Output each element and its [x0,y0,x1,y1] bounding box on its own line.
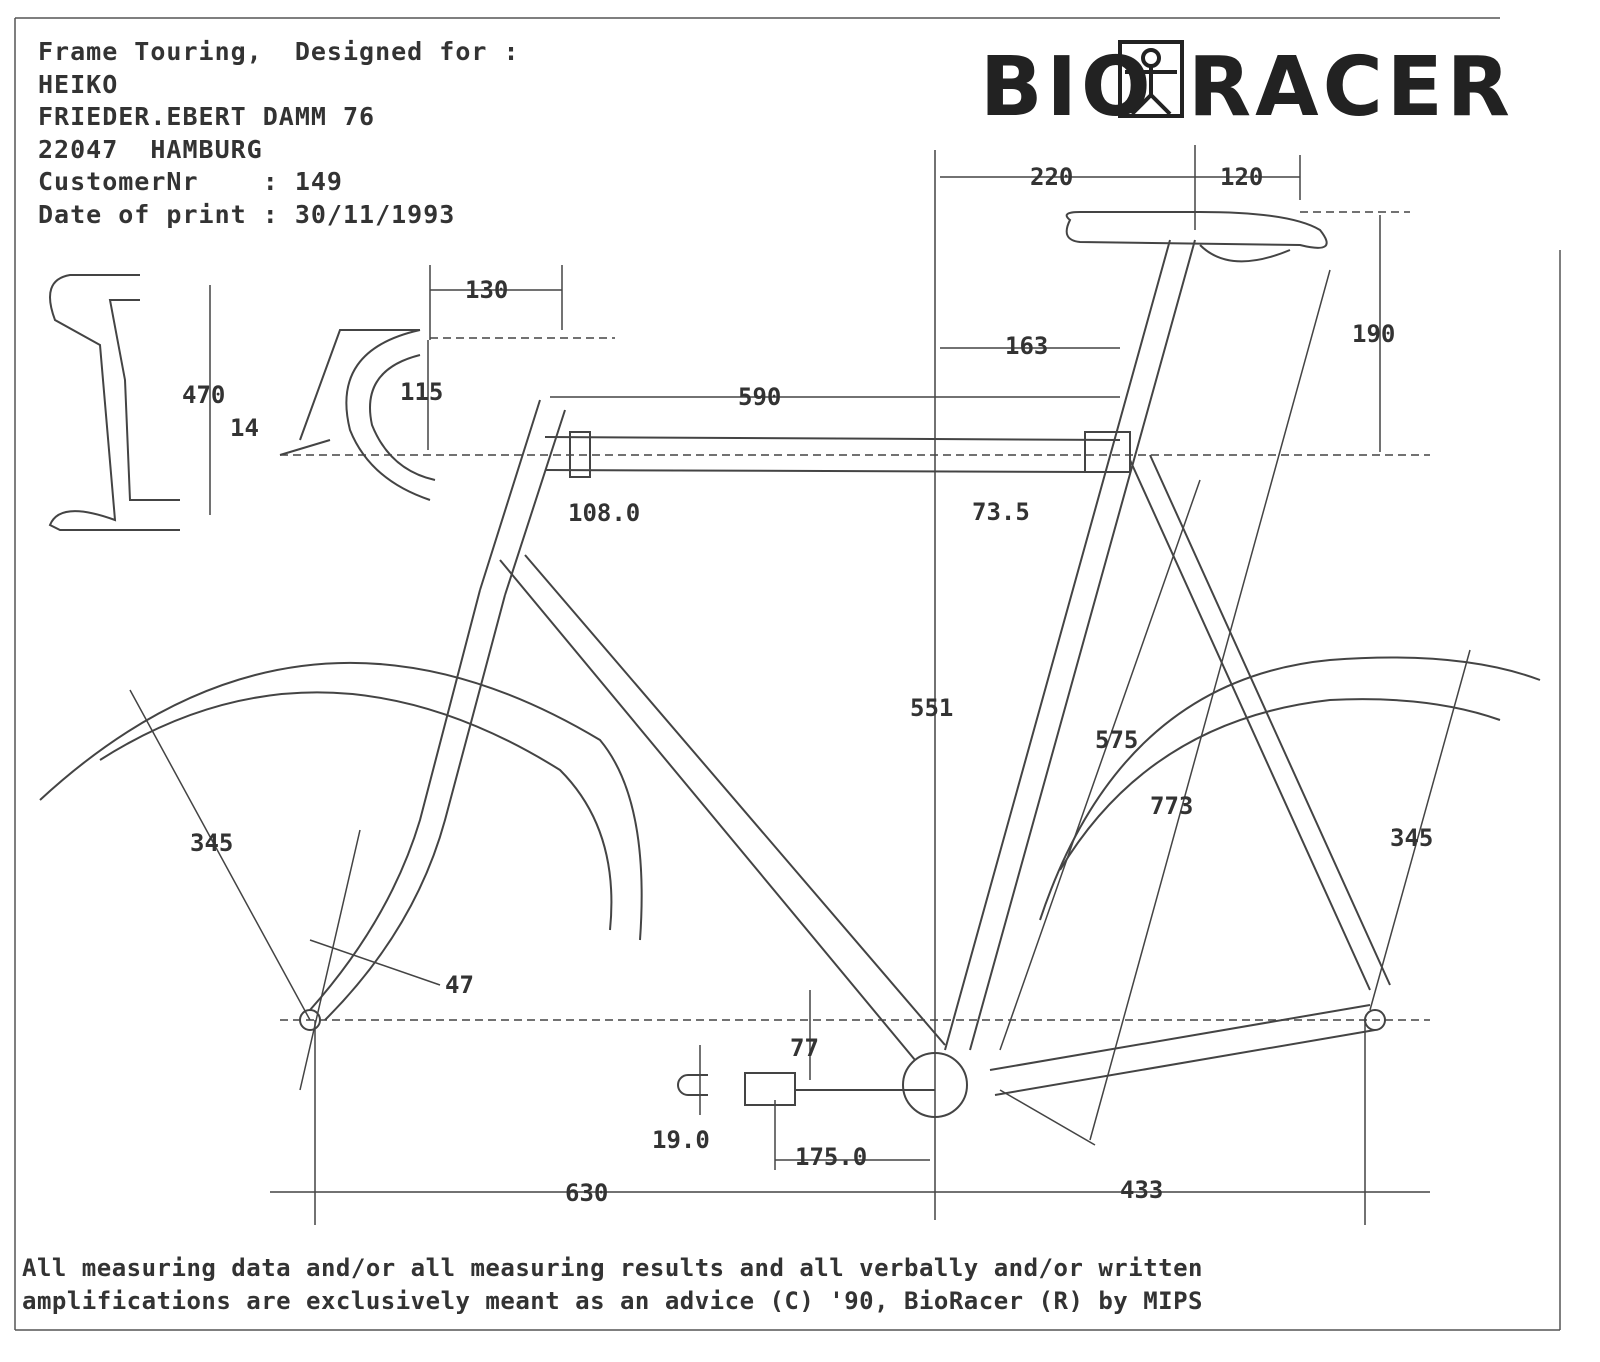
chain-stay [989,1004,1376,1096]
seat-tube [944,239,1196,1051]
dim-crank-length: 175.0 [795,1143,867,1171]
frame-title: Frame Touring, Designed for : [38,37,520,66]
dim-saddle-nose: 120 [1220,163,1263,191]
disclaimer: All measuring data and/or all measuring … [22,1252,1203,1318]
dim-163: 163 [1005,332,1048,360]
dim-head-angle: 108.0 [568,499,640,527]
customer-number: CustomerNr : 149 [38,167,343,196]
handlebar-front [48,274,180,531]
customer-street: FRIEDER.EBERT DAMM 76 [38,102,376,131]
front-axle [299,1009,321,1031]
pedal [744,1072,796,1106]
dim-stem-height: 115 [400,378,443,406]
rear-wheel [1039,656,1541,921]
dim-bar-angle: 14 [230,414,259,442]
dim-front-wheel: 345 [190,829,233,857]
down-tube [499,554,946,1061]
handlebar-drop [345,329,436,501]
dim-saddle-height: 773 [1150,792,1193,820]
top-tube [544,436,1121,473]
disclaimer-line-2: amplifications are exclusively meant as … [22,1287,1203,1315]
dim-seat-angle: 73.5 [972,498,1030,526]
wheels [39,656,1541,941]
customer-header: Frame Touring, Designed for : HEIKO FRIEDE… [38,36,520,231]
dim-top-tube: 590 [738,383,781,411]
dim-bb-drop: 77 [790,1034,819,1062]
vitruvian-figure-icon [1118,40,1184,118]
bottom-bracket [902,1052,968,1118]
dim-seat-tube: 575 [1095,726,1138,754]
dim-frame-height: 551 [910,694,953,722]
reference-lines [280,211,1430,1021]
rear-axle [1364,1009,1386,1031]
seat-stay [1129,454,1391,991]
dim-rear-wheel: 345 [1390,824,1433,852]
frame-tubes [299,239,1391,1118]
dim-bar-width: 470 [182,381,225,409]
dim-pedal-width: 19.0 [652,1126,710,1154]
dim-chainstay: 433 [1120,1176,1163,1204]
print-date: Date of print : 30/11/1993 [38,199,456,229]
dim-stem-length: 130 [465,276,508,304]
saddle [1065,211,1328,263]
front-wheel [39,661,643,941]
stem [279,329,420,456]
dim-fork-rake: 47 [445,971,474,999]
disclaimer-line-1: All measuring data and/or all measuring … [22,1254,1203,1282]
bioracer-logo: BIO RACER [980,40,1514,135]
fork [309,589,506,1021]
dim-saddle-setback: 220 [1030,163,1073,191]
dim-front-center: 630 [565,1179,608,1207]
head-tube [479,399,566,596]
dimension-labels: 220 120 130 163 190 590 470 14 115 108.0… [182,163,1433,1207]
dimension-lines [129,145,1471,1225]
svg-text:RACER: RACER [1188,40,1514,135]
dim-190: 190 [1352,320,1395,348]
customer-city: 22047 HAMBURG [38,134,263,164]
svg-text:BIO: BIO [980,40,1155,135]
customer-name: HEIKO [38,69,119,99]
